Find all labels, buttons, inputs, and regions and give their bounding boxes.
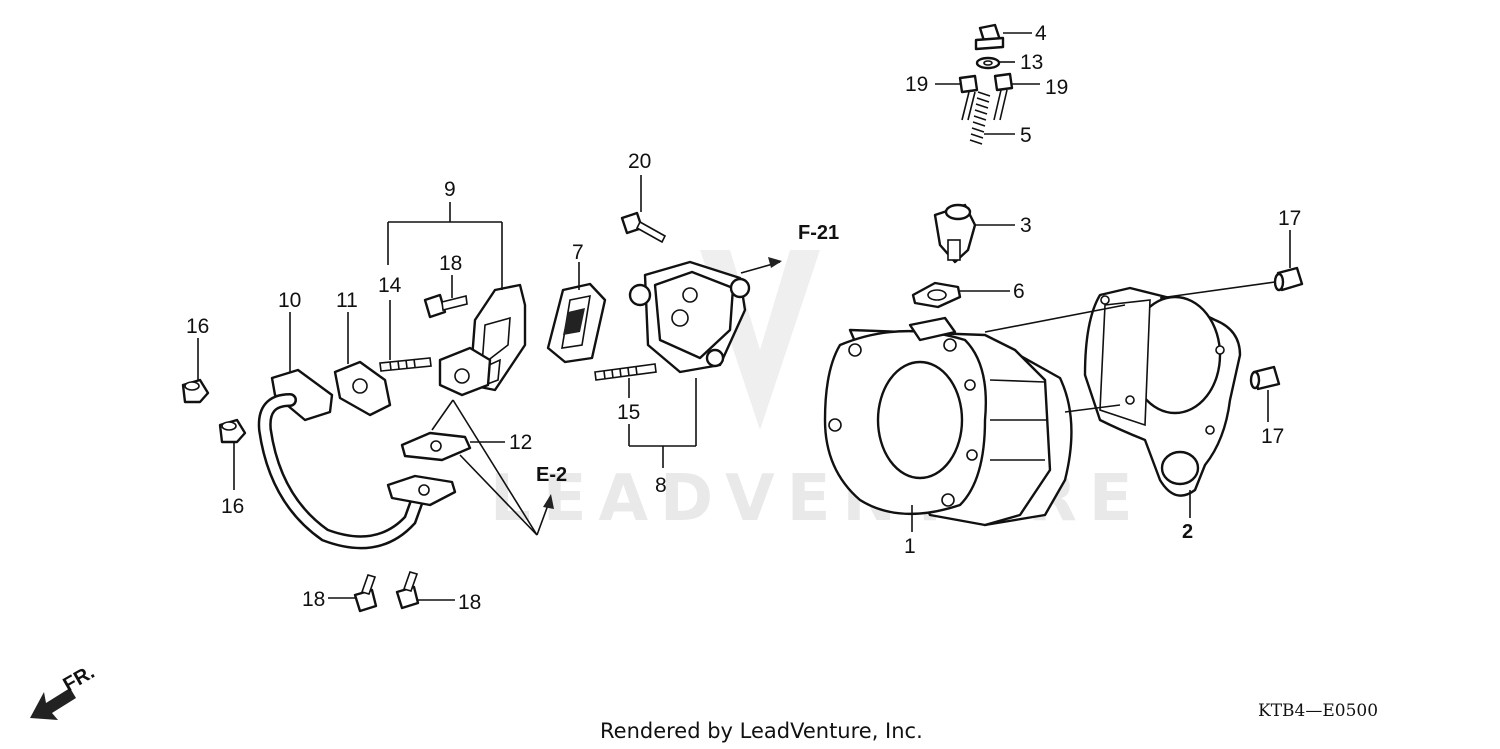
callout-8: 8 [655,474,667,497]
diagram-code: KTB4—E0500 [1258,701,1378,721]
callout-13: 13 [1020,51,1043,74]
rendered-by-credit: Rendered by LeadVenture, Inc. [600,719,923,743]
pipe-gasket-12-part[interactable] [400,399,538,536]
tensioner-spring-part[interactable] [969,91,1015,145]
callout-18-left: 18 [302,588,325,611]
air-suction-valve-set-part[interactable] [387,202,527,397]
callout-11: 11 [336,289,358,312]
callout-17-bottom: 17 [1261,425,1284,448]
stud-bolt-14-part[interactable] [379,300,432,372]
callout-12: 12 [509,431,532,454]
callout-1: 1 [904,535,916,558]
callout-7: 7 [572,241,584,264]
dowel-pin-top-part[interactable] [1159,230,1304,299]
callout-4: 4 [1035,22,1047,45]
callout-20: 20 [628,150,651,173]
callout-16-top: 16 [186,315,209,338]
callout-15: 15 [617,401,640,424]
flange-bolt-right-part[interactable] [993,72,1040,121]
callout-17-top: 17 [1278,207,1301,230]
callout-10: 10 [278,289,301,312]
callout-18-top: 18 [439,252,462,275]
reference-e2-arrow [536,494,554,536]
callout-19-left: 19 [905,73,928,96]
flange-bolt-18-right-part[interactable] [395,571,455,610]
reference-f21: F-21 [798,222,839,244]
flange-bolt-18-top-part[interactable] [423,275,468,319]
front-direction-arrow: FR. [30,661,98,720]
cylinder-gasket-part[interactable] [984,286,1242,518]
cap-16-top-part[interactable] [181,338,210,404]
flange-bolt-left-part[interactable] [935,74,979,121]
tensioner-gasket-part[interactable] [911,281,1010,309]
callout-19-right: 19 [1045,76,1068,99]
callout-2: 2 [1182,521,1193,543]
reference-e2: E-2 [536,464,567,486]
cap-16-bottom-part[interactable] [218,418,247,490]
flange-bolt-20-part[interactable] [620,175,667,244]
valve-gasket-11-part[interactable] [333,312,392,417]
callout-3: 3 [1020,214,1032,237]
sealing-washer-part[interactable] [975,56,1015,70]
flange-bolt-18-left-part[interactable] [328,574,378,613]
callout-18-right: 18 [458,591,481,614]
sealing-bolt-part[interactable] [974,23,1032,51]
dowel-pin-bottom-part[interactable] [1249,365,1281,422]
cylinder-part[interactable] [823,316,1073,532]
callout-9: 9 [444,178,456,201]
callout-14: 14 [378,274,402,297]
air-suction-pipe-part[interactable] [257,312,457,550]
stud-bolt-15-part[interactable] [594,363,697,468]
air-suction-valve-cover-part[interactable] [628,257,782,374]
callout-16-bottom: 16 [221,495,244,518]
callout-5: 5 [1020,124,1032,147]
reed-valve-part[interactable] [546,262,607,364]
tensioner-lifter-part[interactable] [933,203,1015,264]
callout-6: 6 [1013,280,1025,303]
